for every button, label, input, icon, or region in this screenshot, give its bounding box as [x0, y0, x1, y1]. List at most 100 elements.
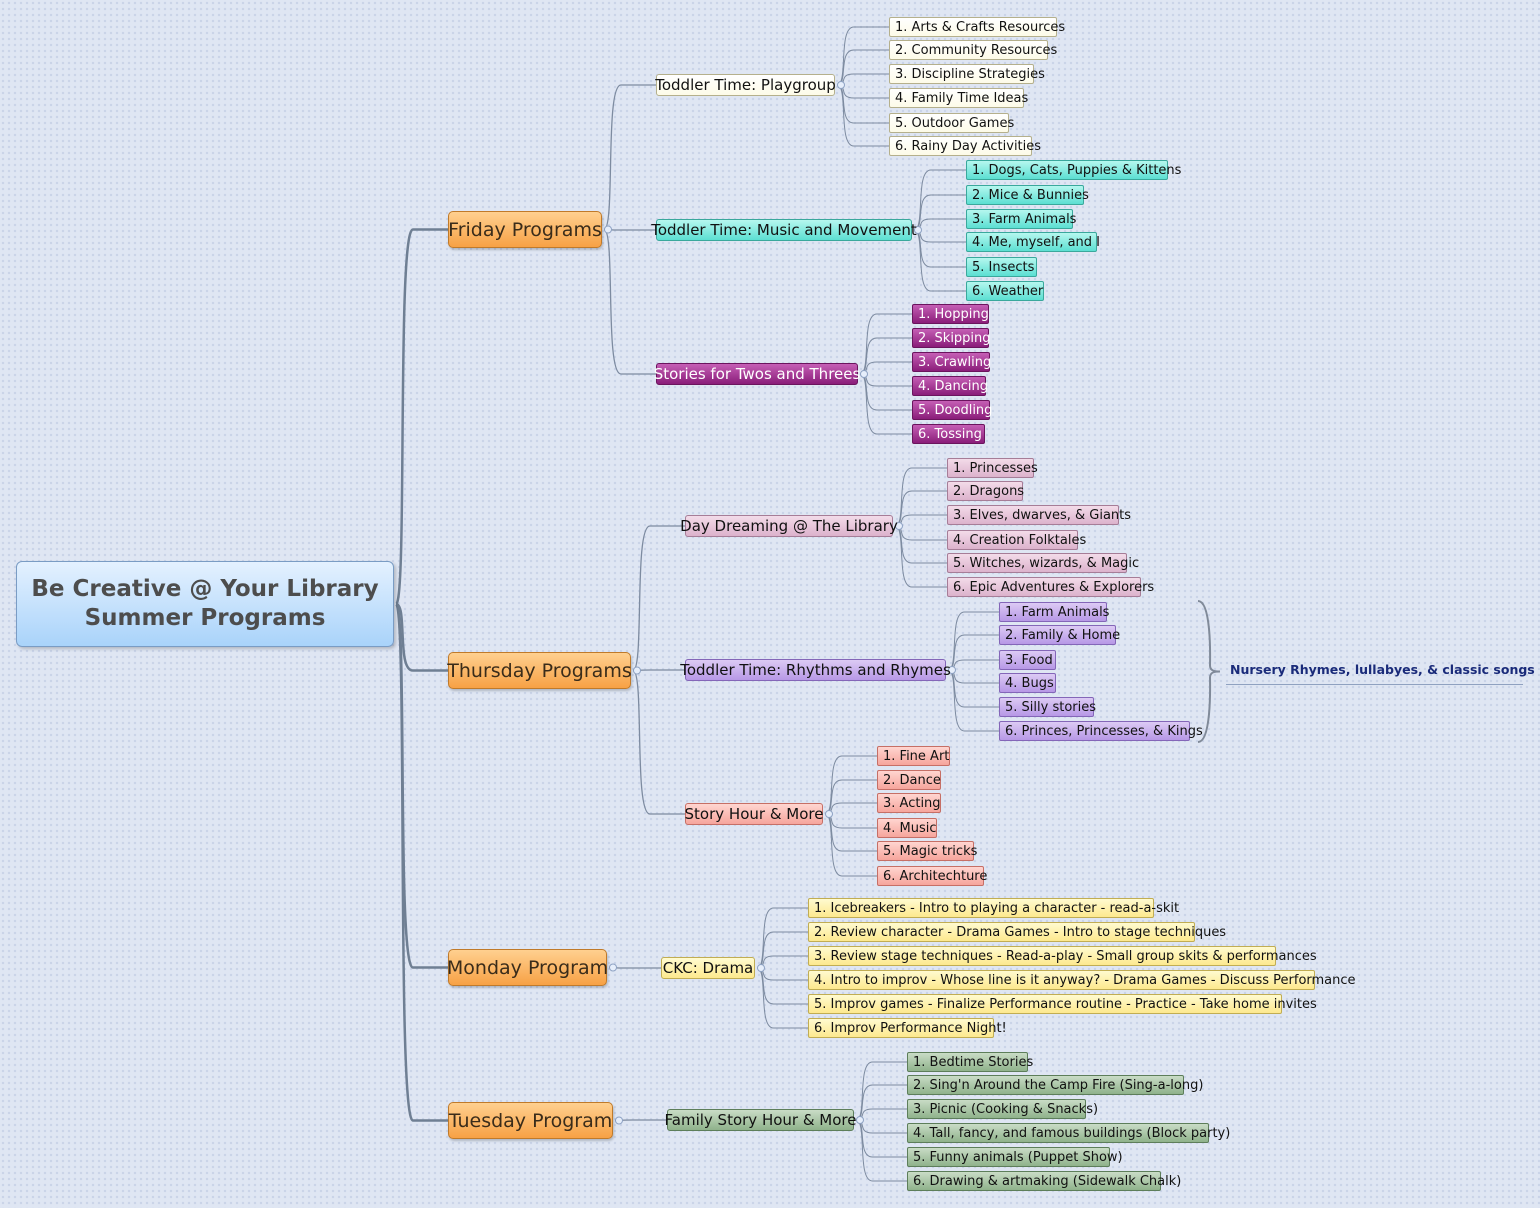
leaf-princesses[interactable]: 1. Princesses	[947, 458, 1038, 478]
leaf-intro-to-improv[interactable]: 4. Intro to improv - Whose line is it an…	[808, 970, 1356, 990]
leaf-icebreakers[interactable]: 1. Icebreakers - Intro to playing a char…	[808, 898, 1179, 918]
leaf-witches-wizards[interactable]: 5. Witches, wizards, & Magic	[947, 553, 1139, 573]
leaf-music[interactable]: 4. Music	[877, 818, 937, 838]
leaf-hopping[interactable]: 1. Hopping	[912, 304, 989, 324]
leaf-bedtime-stories[interactable]: 1. Bedtime Stories	[907, 1052, 1033, 1072]
leaf-farm-animals[interactable]: 3. Farm Animals	[966, 209, 1076, 229]
collapse-toggle[interactable]	[615, 1116, 623, 1125]
leaf-crawling[interactable]: 3. Crawling	[912, 352, 991, 372]
leaf-dragons[interactable]: 2. Dragons	[947, 481, 1024, 501]
leaf-magic-tricks[interactable]: 5. Magic tricks	[877, 841, 977, 861]
leaf-dance[interactable]: 2. Dance	[877, 770, 941, 790]
collapse-toggle[interactable]	[860, 370, 868, 378]
leaf-dogs-cats[interactable]: 1. Dogs, Cats, Puppies & Kittens	[966, 160, 1181, 180]
summary-note-underline	[1226, 684, 1523, 685]
connector-line	[836, 73, 889, 86]
collapse-toggle[interactable]	[825, 810, 833, 818]
central-topic-line1: Be Creative @ Your Library	[31, 576, 379, 602]
subtopic-toddler-music-movement[interactable]: Toddler Time: Music and Movement	[651, 219, 917, 241]
leaf-family-time-ideas[interactable]: 4. Family Time Ideas	[889, 88, 1028, 108]
subtopic-toddler-playgroup[interactable]: Toddler Time: Playgroup	[655, 74, 836, 96]
connector-line	[836, 84, 889, 124]
leaf-silly-stories[interactable]: 5. Silly stories	[999, 697, 1096, 717]
collapse-toggle[interactable]	[757, 964, 765, 972]
leaf-arts-crafts[interactable]: 1. Arts & Crafts Resources	[889, 17, 1065, 37]
leaf-bugs[interactable]: 4. Bugs	[999, 673, 1056, 693]
leaf-improv-games[interactable]: 5. Improv games - Finalize Performance r…	[808, 994, 1317, 1014]
leaf-picnic[interactable]: 3. Picnic (Cooking & Snacks)	[907, 1099, 1098, 1119]
leaf-creation-folktales[interactable]: 4. Creation Folktales	[947, 530, 1086, 550]
connector-line	[894, 490, 947, 527]
connector-line	[632, 525, 685, 672]
leaf-elves-dwarves[interactable]: 3. Elves, dwarves, & Giants	[947, 505, 1131, 525]
summary-note[interactable]: Nursery Rhymes, lullabyes, & classic son…	[1230, 662, 1535, 677]
collapse-toggle[interactable]	[856, 1116, 864, 1124]
leaf-mice-bunnies[interactable]: 2. Mice & Bunnies	[966, 185, 1089, 205]
leaf-famous-buildings[interactable]: 4. Tall, fancy, and famous buildings (Bl…	[907, 1123, 1230, 1143]
collapse-toggle[interactable]	[914, 226, 922, 234]
leaf-improv-performance-night[interactable]: 6. Improv Performance Night!	[808, 1018, 1007, 1038]
collapse-toggle[interactable]	[609, 963, 617, 972]
collapse-toggle[interactable]	[895, 522, 903, 530]
subtopic-ckc-drama[interactable]: CKC: Drama	[661, 957, 755, 979]
leaf-family-home[interactable]: 2. Family & Home	[999, 625, 1120, 645]
connector-line	[913, 194, 966, 231]
leaf-funny-animals[interactable]: 5. Funny animals (Puppet Show)	[907, 1147, 1123, 1167]
leaf-weather[interactable]: 6. Weather	[966, 281, 1044, 301]
connector-line	[394, 602, 448, 1122]
topic-tuesday-program[interactable]: Tuesday Program	[448, 1102, 613, 1139]
topic-thursday-programs[interactable]: Thursday Programs	[447, 652, 632, 689]
leaf-camp-fire[interactable]: 2. Sing'n Around the Camp Fire (Sing-a-l…	[907, 1075, 1203, 1095]
connector-line	[913, 229, 966, 268]
connector-line	[824, 813, 877, 852]
leaf-princes-kings[interactable]: 6. Princes, Princesses, & Kings	[999, 721, 1203, 741]
central-topic[interactable]: Be Creative @ Your Library Summer Progra…	[16, 561, 394, 647]
connector-line	[947, 611, 999, 671]
leaf-review-character[interactable]: 2. Review character - Drama Games - Intr…	[808, 922, 1226, 942]
connector-line	[947, 669, 999, 708]
connector-line	[836, 49, 889, 86]
subtopic-toddler-rhythms-rhymes[interactable]: Toddler Time: Rhythms and Rhymes	[680, 659, 951, 681]
connector-line	[756, 967, 808, 981]
collapse-toggle[interactable]	[633, 666, 641, 675]
leaf-skipping[interactable]: 2. Skipping	[912, 328, 991, 348]
leaf-outdoor-games[interactable]: 5. Outdoor Games	[889, 113, 1014, 133]
leaf-rainy-day-activities[interactable]: 6. Rainy Day Activities	[889, 136, 1041, 156]
leaf-me-myself[interactable]: 4. Me, myself, and I	[966, 232, 1100, 252]
leaf-insects[interactable]: 5. Insects	[966, 257, 1037, 277]
leaf-tossing[interactable]: 6. Tossing	[912, 424, 985, 444]
connector-line	[913, 169, 966, 231]
connector-line	[947, 669, 999, 684]
leaf-farm-animals-rhymes[interactable]: 1. Farm Animals	[999, 602, 1109, 622]
topic-friday-programs[interactable]: Friday Programs	[448, 211, 602, 248]
connector-line	[913, 218, 966, 231]
subtopic-family-story-hour[interactable]: Family Story Hour & More	[664, 1109, 857, 1131]
topic-monday-program[interactable]: Monday Program	[447, 949, 608, 986]
leaf-dancing[interactable]: 4. Dancing	[912, 376, 988, 396]
leaf-doodling[interactable]: 5. Doodling	[912, 400, 992, 420]
leaf-fine-art[interactable]: 1. Fine Art	[877, 746, 950, 766]
subtopic-day-dreaming[interactable]: Day Dreaming @ The Library	[680, 515, 898, 537]
connector-line	[394, 228, 448, 606]
connector-line	[603, 84, 656, 231]
leaf-food[interactable]: 3. Food	[999, 650, 1056, 670]
connector-line	[855, 1119, 907, 1158]
connector-line	[913, 229, 966, 243]
collapse-toggle[interactable]	[948, 666, 956, 674]
connector-line	[756, 931, 808, 969]
subtopic-stories-twos-threes[interactable]: Stories for Twos and Threes	[653, 363, 861, 385]
subtopic-story-hour[interactable]: Story Hour & More	[684, 803, 824, 825]
leaf-community-resources[interactable]: 2. Community Resources	[889, 40, 1057, 60]
leaf-architechture[interactable]: 6. Architechture	[877, 866, 987, 886]
leaf-epic-adventures[interactable]: 6. Epic Adventures & Explorers	[947, 577, 1154, 597]
collapse-toggle[interactable]	[837, 81, 845, 89]
connector-line	[859, 337, 912, 375]
collapse-toggle[interactable]	[604, 225, 612, 234]
connector-line	[632, 669, 685, 815]
connector-line	[395, 602, 448, 672]
leaf-review-stage-techniques[interactable]: 3. Review stage techniques - Read-a-play…	[808, 946, 1317, 966]
leaf-discipline-strategies[interactable]: 3. Discipline Strategies	[889, 64, 1045, 84]
leaf-acting[interactable]: 3. Acting	[877, 793, 941, 813]
leaf-drawing-artmaking[interactable]: 6. Drawing & artmaking (Sidewalk Chalk)	[907, 1171, 1181, 1191]
